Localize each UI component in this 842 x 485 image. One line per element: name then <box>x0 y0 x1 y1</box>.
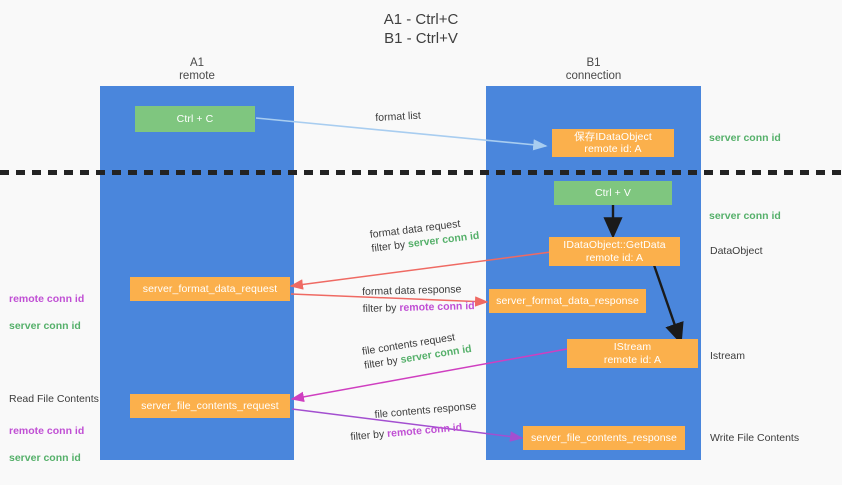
edge-label-file-contents-response-line1: file contents response <box>374 400 477 421</box>
edge-label-format-data-request: format data request filter by server con… <box>369 215 480 256</box>
edge-label-format-list: format list <box>375 109 422 124</box>
node-istream[interactable]: IStream remote id: A <box>567 339 698 368</box>
node-ctrl-c[interactable]: Ctrl + C <box>135 106 255 132</box>
edge-label-format-data-response-filter: filter by remote conn id <box>362 300 475 315</box>
edge-label-format-data-response: format data response filter by remote co… <box>362 282 475 316</box>
tag-remote-conn-id: remote conn id <box>399 300 475 315</box>
edge-label-file-contents-response-filter: filter by remote conn id <box>349 421 463 444</box>
annotation-server-conn-id-format: server conn id <box>9 319 81 332</box>
annotation-server-conn-id-top: server conn id <box>709 132 781 144</box>
annotation-format-conn-ids: remote conn id server conn id <box>9 279 84 347</box>
tag-remote-conn-id-2: remote conn id <box>386 421 463 440</box>
annotation-write-file-contents: Write File Contents <box>710 432 800 444</box>
annotation-read-file-contents: Read File Contents <box>9 393 99 405</box>
node-server-format-data-response[interactable]: server_format_data_response <box>489 289 646 313</box>
phase-divider <box>0 170 842 175</box>
edge-label-file-contents-response: file contents response filter by remote … <box>350 399 479 443</box>
edge-label-file-contents-request: file contents request filter by server c… <box>361 328 473 373</box>
annotation-istream: Istream <box>710 350 746 362</box>
annotation-dataobject: DataObject <box>710 245 763 257</box>
node-server-file-contents-response[interactable]: server_file_contents_response <box>523 426 685 450</box>
edge-label-format-data-response-line1: format data response <box>362 283 462 298</box>
annotation-remote-conn-id-format: remote conn id <box>9 292 85 305</box>
node-ctrl-v[interactable]: Ctrl + V <box>554 181 672 205</box>
node-server-file-contents-request[interactable]: server_file_contents_request <box>130 394 290 418</box>
annotation-server-conn-id-file: server conn id <box>9 451 81 464</box>
lane-header-a1: A1 remote <box>179 57 215 82</box>
node-server-format-data-request[interactable]: server_format_data_request <box>130 277 290 301</box>
diagram-title: A1 - Ctrl+C B1 - Ctrl+V <box>383 11 459 47</box>
annotation-remote-conn-id-file: remote conn id <box>9 424 85 437</box>
node-idataobject[interactable]: 保存IDataObject remote id: A <box>552 129 674 157</box>
annotation-server-conn-id-mid: server conn id <box>709 210 781 222</box>
node-idataobject-getdata[interactable]: IDataObject::GetData remote id: A <box>549 237 680 266</box>
annotation-file-conn-ids: remote conn id server conn id <box>9 411 84 479</box>
lane-header-b1: B1 connection <box>565 57 622 82</box>
